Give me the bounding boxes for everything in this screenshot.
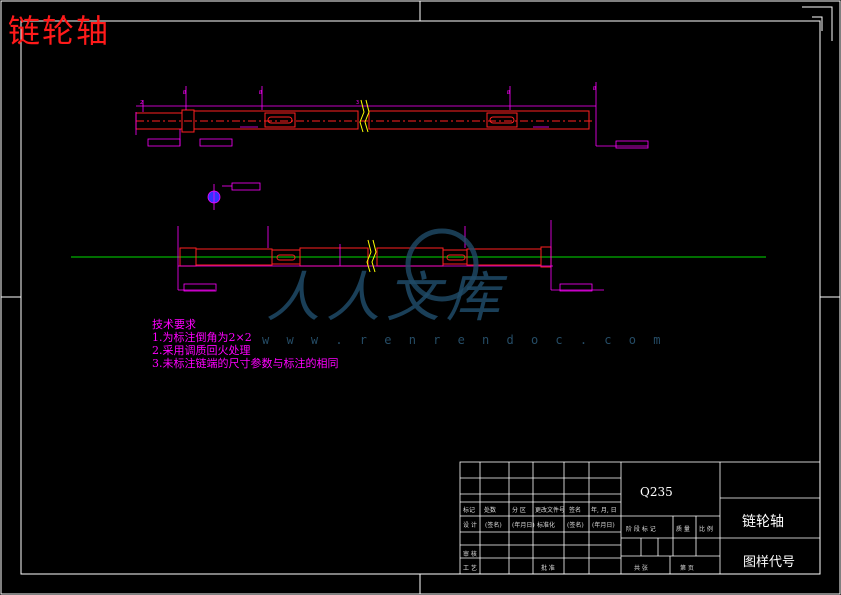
header-col-2: 处数 xyxy=(484,507,497,514)
header-col-6: 年, 月, 日 xyxy=(591,507,617,514)
orientation-mark xyxy=(802,6,833,41)
watermark-logo-ring xyxy=(405,228,479,302)
design-col-5: (签名) xyxy=(567,522,584,529)
scale-label: 比 例 xyxy=(699,526,713,533)
design-col-1: 设 计 xyxy=(463,522,477,529)
design-col-2: (签名) xyxy=(485,522,502,529)
material-label: Q235 xyxy=(640,485,673,499)
approve-label: 批 准 xyxy=(541,565,555,572)
tech-notes-heading: 技术要求 xyxy=(152,318,196,331)
tech-note-2: 2.采用调质回火处理 xyxy=(152,344,251,357)
drawing-corner-title: 链轮轴 xyxy=(8,12,111,50)
header-col-1: 标记 xyxy=(463,507,476,514)
section-detail xyxy=(207,182,261,210)
process-label: 工 艺 xyxy=(463,565,477,572)
svg-text:Ø: Ø xyxy=(183,89,186,96)
stage-label: 阶 段 标 记 xyxy=(626,526,656,533)
svg-text:Ø: Ø xyxy=(507,89,510,96)
part-name: 链轮轴 xyxy=(742,514,784,530)
svg-text:3: 3 xyxy=(356,100,359,106)
svg-text:Ø: Ø xyxy=(593,85,596,92)
tech-note-1: 1.为标注倒角为2×2 xyxy=(152,331,252,344)
svg-text:2: 2 xyxy=(140,100,143,106)
header-col-3: 分 区 xyxy=(512,507,526,514)
design-col-6: (年月日) xyxy=(592,522,615,529)
drawing-number: 图样代号 xyxy=(743,555,796,570)
upper-shaft-view: Ø Ø Ø Ø 2 3 xyxy=(135,82,649,149)
tech-note-3: 3.未标注链端的尺寸参数与标注的相同 xyxy=(152,357,339,370)
lower-shaft-view xyxy=(71,220,766,292)
watermark-url: w w w . r e n r e n d o c . c o m xyxy=(262,333,666,347)
title-block-grid xyxy=(459,461,821,575)
svg-text:Ø: Ø xyxy=(259,89,262,96)
design-col-4: 标准化 xyxy=(537,522,556,529)
design-col-3: (年月日) xyxy=(512,522,535,529)
watermark-text: 人人文库 xyxy=(266,266,506,329)
technical-requirements: 技术要求 1.为标注倒角为2×2 2.采用调质回火处理 3.未标注链端的尺寸参数… xyxy=(152,318,339,370)
sheet-number: 第 页 xyxy=(680,565,694,572)
mass-label: 质 量 xyxy=(676,526,690,533)
header-col-4: 更改文件号 xyxy=(535,507,566,514)
sheet-total: 共 张 xyxy=(634,565,648,572)
header-col-5: 签名 xyxy=(569,507,582,514)
review-label: 审 核 xyxy=(463,551,477,558)
